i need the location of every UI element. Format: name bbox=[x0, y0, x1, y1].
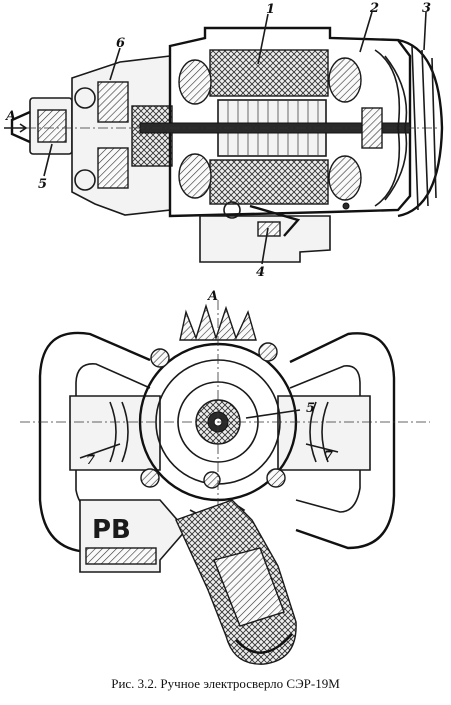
fan-cover bbox=[397, 38, 444, 218]
end-view: A PB bbox=[20, 289, 430, 665]
arm-left-ribs bbox=[109, 401, 129, 463]
switch-housing bbox=[199, 215, 331, 263]
stator-upper bbox=[209, 49, 329, 97]
housing-bolt bbox=[342, 202, 350, 210]
callout-5-bottom: 5 bbox=[306, 401, 315, 416]
callout-2: 2 bbox=[369, 1, 379, 16]
gearbox-housing bbox=[71, 55, 171, 216]
bearing-left-top bbox=[74, 87, 96, 109]
view-label-a: A bbox=[206, 289, 218, 304]
callout-7-right: 7 bbox=[324, 449, 333, 464]
bearing-left-bottom bbox=[74, 169, 96, 191]
winding-end-left-bottom bbox=[178, 153, 212, 199]
cooling-fins bbox=[179, 303, 257, 341]
callout-6: 6 bbox=[116, 36, 125, 51]
winding-end-right-top bbox=[328, 57, 362, 103]
leader-lines-bottom bbox=[79, 409, 339, 459]
winding-end-left-top bbox=[178, 59, 212, 105]
gear-lower bbox=[97, 147, 129, 189]
handle-left bbox=[38, 331, 151, 554]
motor-housing bbox=[168, 26, 412, 218]
callout-4: 4 bbox=[256, 265, 265, 280]
arm-right bbox=[277, 395, 371, 471]
handle-right bbox=[289, 332, 396, 550]
fan-cover-grille bbox=[411, 45, 437, 211]
callout-5-top: 5 bbox=[38, 177, 47, 192]
view-arrow bbox=[4, 123, 28, 133]
callout-3: 3 bbox=[422, 1, 431, 16]
section-view: 1 2 3 4 5 6 A bbox=[4, 1, 444, 280]
callout-7-left: 7 bbox=[86, 453, 95, 468]
gear-upper bbox=[97, 81, 129, 123]
callout-1: 1 bbox=[266, 2, 275, 17]
switch-stamp: PB bbox=[92, 515, 131, 545]
terminal-strip bbox=[85, 547, 157, 565]
switch-lever bbox=[249, 204, 301, 237]
arm-left bbox=[69, 395, 161, 471]
arrow-label-a-top: A bbox=[4, 109, 16, 124]
fan-blades bbox=[374, 49, 408, 207]
leader-lines bbox=[43, 11, 427, 265]
bearing-right bbox=[361, 107, 383, 149]
cable-end bbox=[235, 633, 293, 654]
arm-right-ribs bbox=[309, 401, 329, 463]
housing-bolts bbox=[140, 342, 286, 489]
chuck-jaw bbox=[37, 109, 67, 143]
chuck-nose bbox=[10, 110, 31, 144]
stator-lower bbox=[209, 159, 329, 205]
figure-caption: Рис. 3.2. Ручное электросверло СЭР-19М bbox=[111, 676, 340, 691]
switch-contact bbox=[257, 221, 281, 237]
cable-sleeve bbox=[213, 547, 285, 627]
gear-shaft bbox=[131, 105, 173, 167]
switch-pivot bbox=[223, 201, 241, 219]
winding-end-right-bottom bbox=[328, 155, 362, 201]
